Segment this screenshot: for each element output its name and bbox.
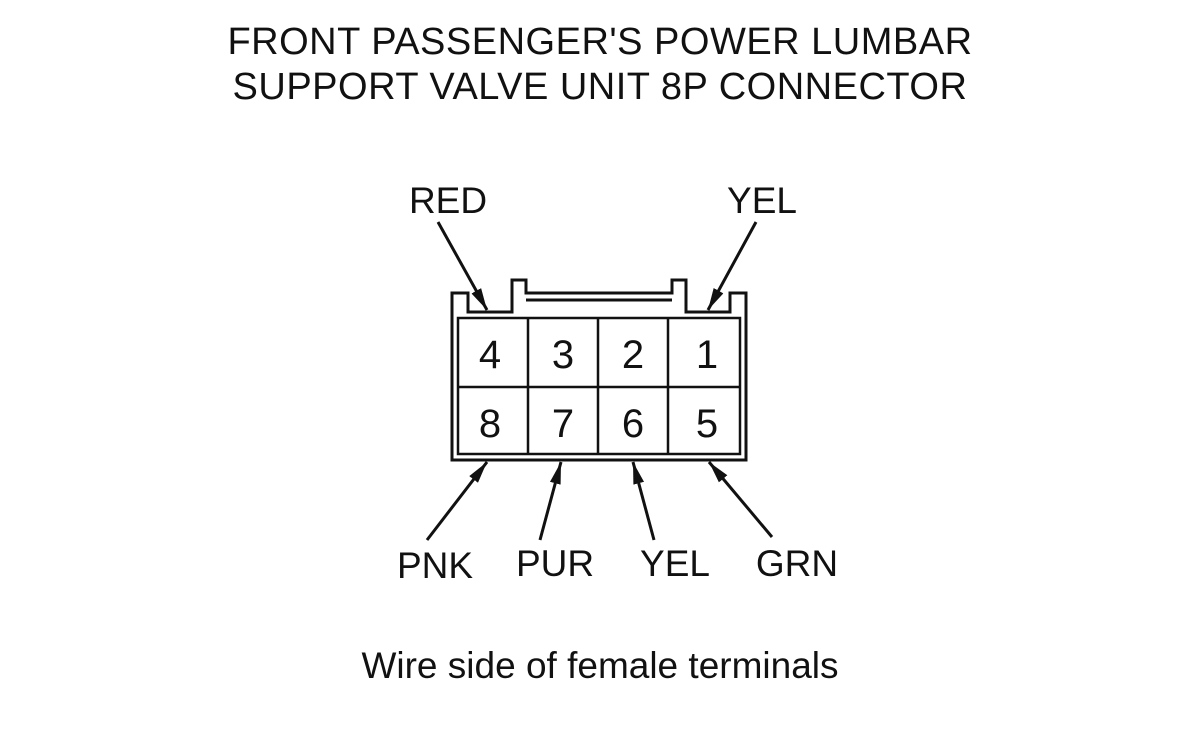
wire-label-pur: PUR bbox=[516, 543, 594, 584]
terminal-2: 2 bbox=[622, 333, 644, 377]
wire-label-yel-top: YEL bbox=[727, 180, 797, 221]
terminal-8: 8 bbox=[479, 402, 501, 446]
arrow-yel-to-terminal-1 bbox=[706, 221, 758, 311]
arrow-yel-to-terminal-6 bbox=[631, 461, 656, 541]
wire-label-yel-bottom: YEL bbox=[640, 543, 710, 584]
title-line-1: FRONT PASSENGER'S POWER LUMBAR bbox=[227, 21, 973, 63]
arrow-pnk-to-terminal-8 bbox=[425, 461, 489, 541]
diagram-title: FRONT PASSENGER'S POWER LUMBAR SUPPORT V… bbox=[0, 20, 1200, 110]
terminal-4: 4 bbox=[479, 333, 501, 377]
diagram-caption: Wire side of female terminals bbox=[361, 645, 839, 686]
terminal-5: 5 bbox=[696, 402, 718, 446]
wire-label-red: RED bbox=[409, 180, 487, 221]
terminal-7: 7 bbox=[552, 402, 574, 446]
wire-label-grn: GRN bbox=[756, 543, 838, 584]
arrow-grn-to-terminal-5 bbox=[707, 461, 774, 538]
terminal-1: 1 bbox=[696, 333, 718, 377]
terminal-3: 3 bbox=[552, 333, 574, 377]
arrow-pur-to-terminal-7 bbox=[538, 461, 563, 541]
title-line-2: SUPPORT VALVE UNIT 8P CONNECTOR bbox=[232, 66, 968, 108]
terminal-grid bbox=[456, 316, 742, 456]
wire-label-pnk: PNK bbox=[397, 545, 473, 586]
arrow-red-to-terminal-4 bbox=[436, 221, 489, 311]
terminal-6: 6 bbox=[622, 402, 644, 446]
